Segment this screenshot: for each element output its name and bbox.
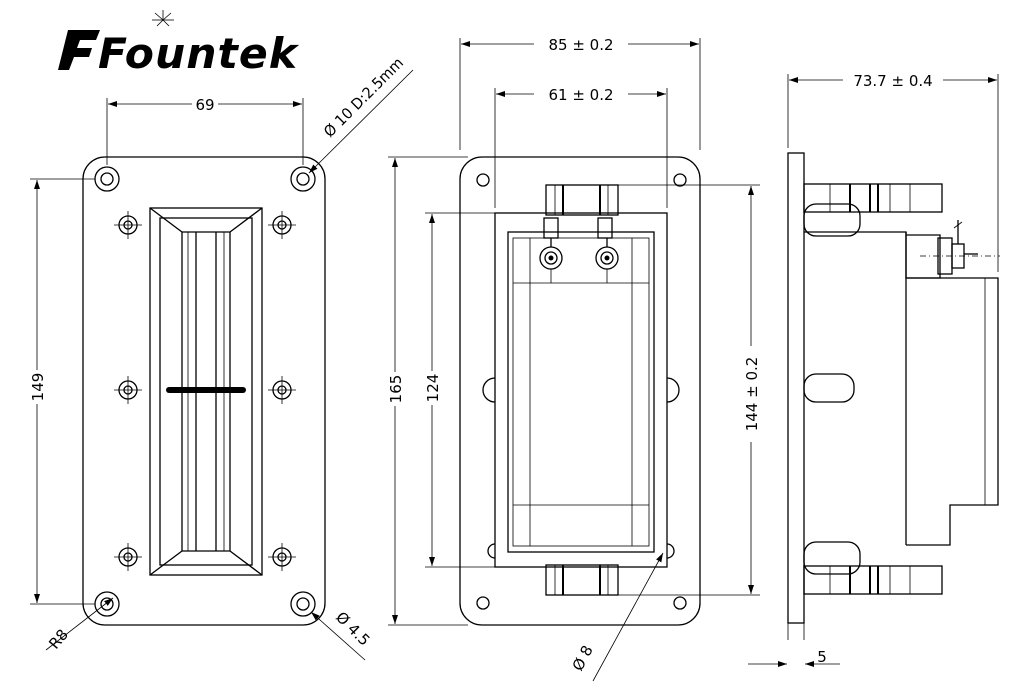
callout-top-hole: Ø 10 D:2.5mm xyxy=(308,54,414,174)
side-magnet-top xyxy=(803,183,943,237)
dim-hole-spacing: 69 xyxy=(106,94,304,165)
dim-cutout-height: 144 ± 0.2 xyxy=(612,184,762,596)
dim-85-label: 85 ± 0.2 xyxy=(548,36,613,54)
logo-text: Fountek xyxy=(98,29,300,78)
callout-top-hole-label: Ø 10 D:2.5mm xyxy=(320,54,407,141)
rear-body-outer xyxy=(494,212,668,568)
dim-124-label: 124 xyxy=(424,374,442,403)
dim-69-label: 69 xyxy=(195,96,214,114)
side-pin-body xyxy=(803,373,855,403)
dim-flange-thickness: 5 xyxy=(748,648,840,667)
callout-pin-label: Ø 8 xyxy=(569,642,597,674)
side-terminal-icon xyxy=(937,220,978,275)
fountek-logo: Fountek xyxy=(58,10,300,78)
dim-body-height: 124 xyxy=(423,212,500,568)
rear-flange xyxy=(459,156,701,626)
dim-depth: 73.7 ± 0.4 xyxy=(787,70,999,272)
dim-flange-height: 165 xyxy=(386,156,468,626)
magnet-bottom xyxy=(545,564,619,596)
front-view: 69 149 Ø 10 D:2.5mm Ø 4.5 R8 xyxy=(28,54,414,661)
callout-pin-diameter: Ø 8 xyxy=(569,552,664,682)
dim-144-label: 144 ± 0.2 xyxy=(743,357,761,432)
side-view: 73.7 ± 0.4 5 xyxy=(748,70,1000,667)
side-magnet-bottom xyxy=(803,541,943,595)
ribbon-horn xyxy=(149,207,263,576)
dim-flange-width: 85 ± 0.2 xyxy=(459,34,701,150)
dim-hole-height: 149 xyxy=(28,178,95,605)
callout-r8-label: R8 xyxy=(45,626,72,653)
callout-bottom-hole-label: Ø 4.5 xyxy=(332,608,373,649)
front-faceplate xyxy=(82,156,326,626)
dim-165-label: 165 xyxy=(387,375,405,404)
side-pin xyxy=(482,377,680,559)
dim-5-label: 5 xyxy=(817,648,827,666)
dim-body-width: 61 ± 0.2 xyxy=(494,84,668,208)
dim-149-label: 149 xyxy=(29,373,47,402)
screw-icon xyxy=(114,211,296,571)
logo-sparkle-icon xyxy=(152,10,174,27)
side-flange xyxy=(787,152,805,624)
rear-view: 85 ± 0.2 61 ± 0.2 165 124 xyxy=(386,34,762,682)
terminal-icon xyxy=(539,217,619,283)
rear-body-inner xyxy=(507,231,655,553)
dim-61-label: 61 ± 0.2 xyxy=(548,86,613,104)
dim-73-7-label: 73.7 ± 0.4 xyxy=(853,72,932,90)
magnet-top xyxy=(545,184,619,216)
